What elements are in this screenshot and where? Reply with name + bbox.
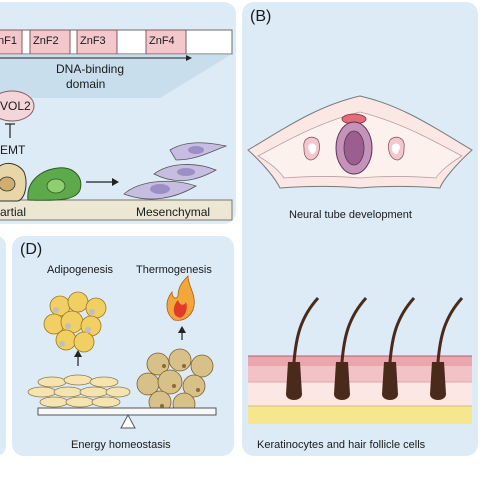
balance-beam (37, 407, 217, 416)
flame-icon (166, 275, 195, 321)
partial-label: artial (0, 205, 27, 219)
emt-arrowhead (112, 178, 119, 186)
hair-shaft-3 (388, 296, 416, 363)
emt-label: EMT (0, 143, 26, 157)
energy-homeostasis-label: Energy homeostasis (71, 439, 171, 451)
hair-follicle-4 (430, 362, 446, 400)
panel-d-artwork (27, 275, 217, 429)
panel-b-artwork (247, 95, 473, 424)
mesenchymal-label: Mesenchymal (136, 205, 211, 219)
hair-shaft-1 (292, 296, 320, 363)
adipogenesis-label: Adipogenesis (47, 264, 114, 276)
ovol2-label: VOL2 (0, 99, 31, 113)
mesenchymal-nucleus-2 (177, 168, 195, 176)
preadipocyte-layer (27, 374, 131, 408)
dna-binding-arrowhead (186, 55, 192, 61)
balance-fulcrum (120, 413, 136, 429)
panel-d-label: (D) (20, 241, 43, 258)
znf3-label: ZnF3 (80, 35, 106, 47)
neural-tube-lumen (343, 130, 365, 166)
znf2-box (29, 29, 71, 55)
mesenchymal-nucleus-1 (188, 146, 204, 154)
skin-label: Keratinocytes and hair follicle cells (257, 439, 426, 451)
hair-follicle-1 (286, 362, 302, 400)
adipocyte-cluster (43, 291, 107, 353)
hair-follicle-3 (382, 362, 398, 400)
somite-right-core (391, 143, 400, 155)
dna-binding-label: DNA-binding (56, 62, 125, 76)
epidermis-layer (248, 366, 472, 382)
epidermis-top (248, 356, 472, 366)
hair-shaft-2 (340, 296, 368, 363)
mesenchymal-nucleus-3 (150, 184, 170, 194)
znf4-box (145, 29, 187, 55)
green-nucleus (46, 178, 66, 194)
hair-follicle-2 (334, 362, 350, 400)
panel-b-label: (B) (250, 8, 272, 25)
tissue-ground (0, 199, 233, 221)
znf1-label: nF1 (0, 35, 17, 47)
znf2-label: ZnF2 (33, 35, 59, 47)
znf4-label: ZnF4 (149, 35, 175, 47)
dna-binding-wedge (0, 54, 232, 98)
panel-c-edge (0, 236, 6, 456)
adipogenesis-arrowhead (74, 350, 82, 357)
epithelial-nucleus (0, 176, 16, 192)
hair-shaft-4 (436, 296, 464, 363)
neural-tube-label: Neural tube development (289, 209, 412, 221)
thermogenesis-label: Thermogenesis (136, 264, 212, 276)
ovol2-ellipse (0, 90, 35, 122)
hypodermis-layer (248, 406, 472, 424)
flame-core (173, 300, 187, 318)
thermogenic-adipocyte-cluster (136, 348, 214, 416)
domain-label: domain (66, 77, 106, 91)
somite-left-core (308, 143, 317, 155)
thermogenesis-arrowhead (178, 326, 186, 333)
panel-d (12, 236, 234, 456)
panel-a-artwork (0, 29, 233, 221)
